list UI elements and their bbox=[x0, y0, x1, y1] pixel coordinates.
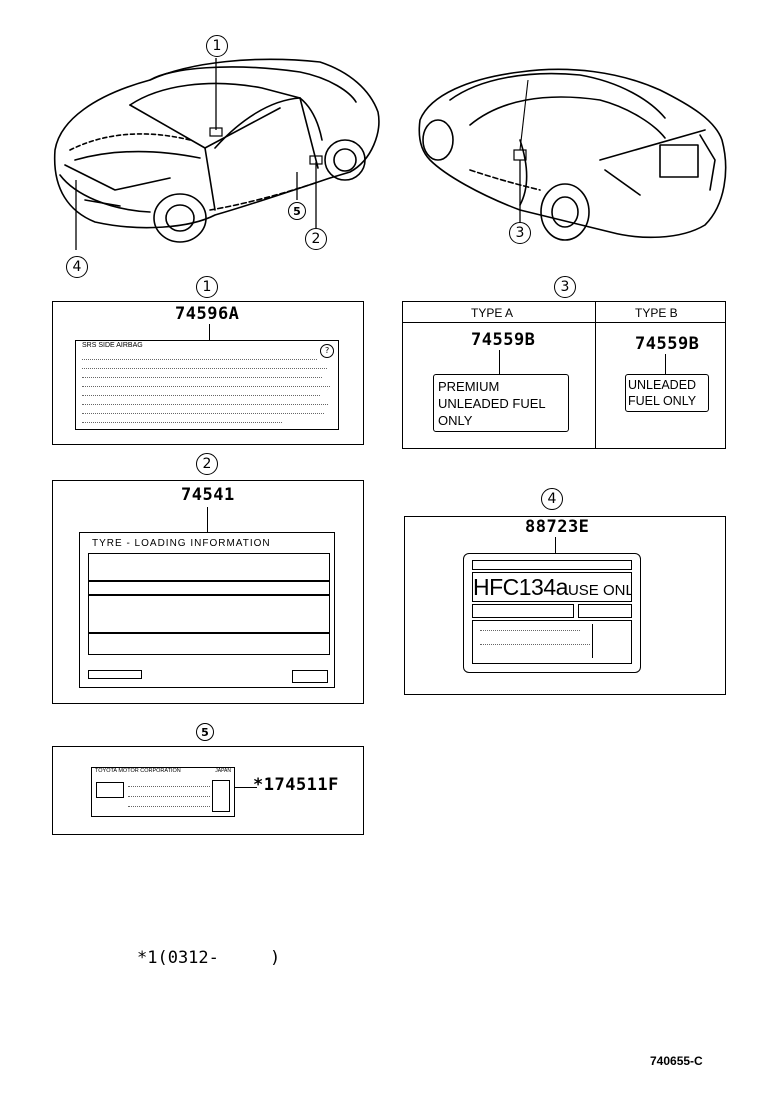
label-2-panel: 74541 TYRE - LOADING INFORMATION bbox=[52, 480, 364, 704]
label-3-type-a-header: TYPE A bbox=[471, 306, 514, 320]
label-2-heading: TYRE - LOADING INFORMATION bbox=[92, 538, 271, 549]
callout-5-label: 5 bbox=[196, 723, 214, 741]
label-4-sticker: HFC134aUSE ONLY bbox=[463, 553, 641, 673]
label-4-part-number: 88723E bbox=[525, 517, 590, 537]
label-3-panel: TYPE A TYPE B 74559B 74559B PREMIUM UNLE… bbox=[402, 301, 726, 449]
label-3-type-a-line-3: ONLY bbox=[438, 413, 473, 428]
callout-2-car: 2 bbox=[305, 228, 327, 250]
label-5-tag: JAPAN bbox=[215, 768, 231, 774]
label-1-heading: SRS SIDE AIRBAG bbox=[82, 342, 143, 349]
label-3-type-b-header: TYPE B bbox=[635, 306, 678, 320]
callout-1-car: 1 bbox=[206, 35, 228, 57]
front-car-illustration bbox=[53, 58, 380, 250]
label-3-type-b-line-2: FUEL ONLY bbox=[628, 394, 697, 408]
callout-4-car: 4 bbox=[66, 256, 88, 278]
label-1-mark: ? bbox=[320, 344, 334, 358]
label-5-part-number: *174511F bbox=[253, 775, 339, 795]
label-1-part-number: 74596A bbox=[175, 304, 240, 324]
label-4-main-text: HFC134aUSE ONLY bbox=[472, 572, 632, 602]
label-3-type-a-line-2: UNLEADED FUEL bbox=[438, 396, 546, 411]
label-5-panel: TOYOTA MOTOR CORPORATION JAPAN *174511F bbox=[52, 746, 364, 835]
callout-2-label: 2 bbox=[196, 453, 218, 475]
callout-5-car: 5 bbox=[288, 202, 306, 220]
label-1-sticker: SRS SIDE AIRBAG ? bbox=[75, 340, 339, 430]
label-3-type-b-line-1: UNLEADED bbox=[628, 378, 697, 392]
label-3-type-b-part-number: 74559B bbox=[635, 334, 700, 354]
label-2-sticker: TYRE - LOADING INFORMATION bbox=[79, 532, 335, 688]
figure-code: 740655-C bbox=[650, 1054, 703, 1068]
label-3-type-a-part-number: 74559B bbox=[471, 330, 536, 350]
label-3-type-b-sticker: UNLEADED FUEL ONLY bbox=[625, 374, 709, 412]
rear-car-illustration bbox=[418, 68, 727, 241]
callout-3-car: 3 bbox=[509, 222, 531, 244]
label-4-panel: 88723E HFC134aUSE ONLY bbox=[404, 516, 726, 695]
callout-4-label: 4 bbox=[541, 488, 563, 510]
label-1-panel: 74596A SRS SIDE AIRBAG ? bbox=[52, 301, 364, 445]
label-2-part-number: 74541 bbox=[181, 485, 235, 505]
label-5-sticker: TOYOTA MOTOR CORPORATION JAPAN bbox=[91, 767, 235, 817]
label-3-type-a-sticker: PREMIUM UNLEADED FUEL ONLY bbox=[433, 374, 569, 432]
label-5-heading: TOYOTA MOTOR CORPORATION bbox=[95, 768, 181, 774]
label-3-type-a-line-1: PREMIUM bbox=[438, 379, 500, 394]
label-4-text-big: HFC134a bbox=[473, 574, 568, 600]
callout-1-label: 1 bbox=[196, 276, 218, 298]
callout-3-label: 3 bbox=[554, 276, 576, 298]
footnote: *1(0312- ) bbox=[137, 948, 281, 968]
label-4-text-small: USE ONLY bbox=[567, 582, 632, 599]
